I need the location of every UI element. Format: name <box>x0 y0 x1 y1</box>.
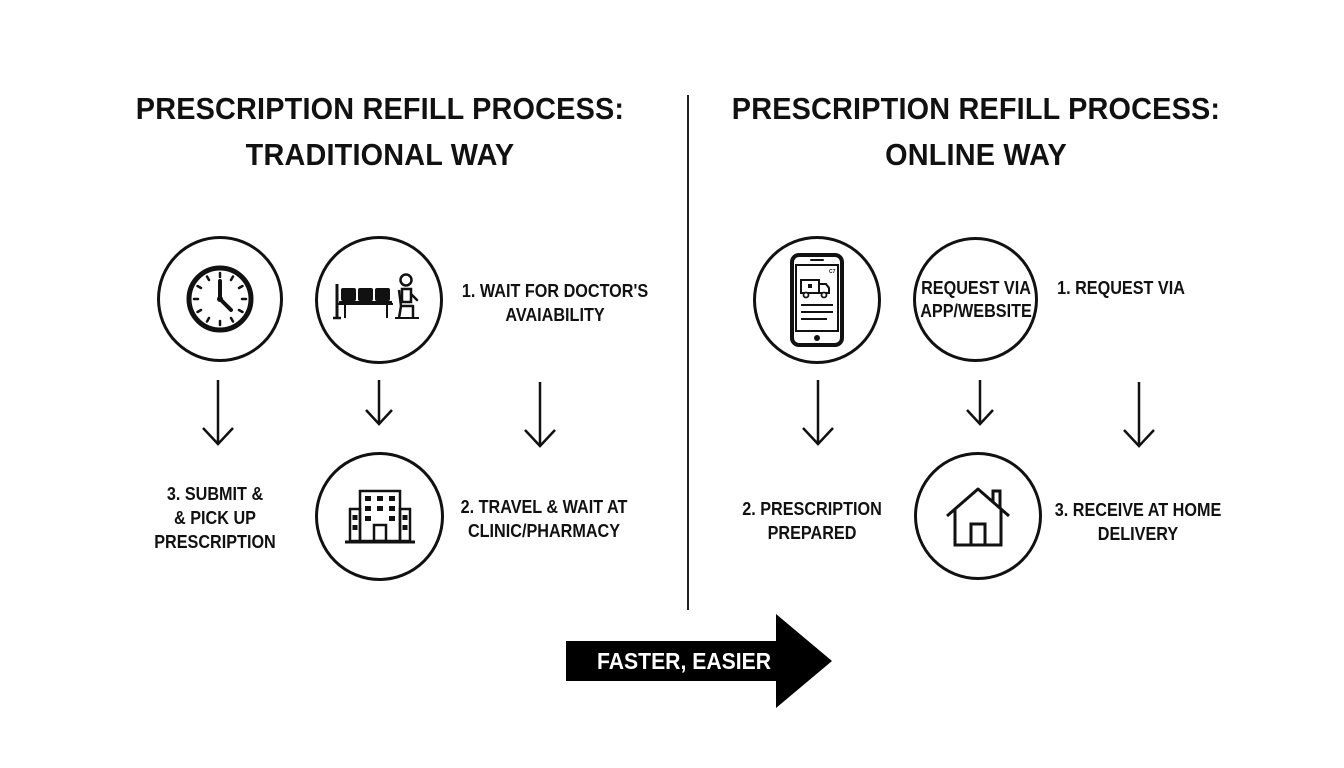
right-step2-label: 2. PRESCRIPTION PREPARED <box>729 497 895 545</box>
left-step1-line1: 1. WAIT FOR DOCTOR'S <box>461 281 649 301</box>
left-step3-line1: 3. SUBMIT & <box>166 484 264 504</box>
waiting-room-circle <box>315 236 443 364</box>
faster-easier-arrow <box>566 614 832 708</box>
right-title-line1: PRESCRIPTION REFILL PROCESS: <box>731 91 1221 126</box>
right-step2-line2: PREPARED <box>767 523 857 543</box>
svg-text:C7: C7 <box>829 269 836 275</box>
clock-circle <box>157 236 283 362</box>
right-step1-line1: 1. REQUEST VIA <box>1057 278 1185 298</box>
left-title-line2: TRADITIONAL WAY <box>245 137 515 172</box>
faster-easier-label: FASTER, EASIER <box>596 647 772 674</box>
right-step3-label: 3. RECEIVE AT HOME DELIVERY <box>1054 498 1222 546</box>
right-arrow-3 <box>1123 382 1155 448</box>
section-divider <box>687 95 689 610</box>
left-title: PRESCRIPTION REFILL PROCESS: TRADITIONAL… <box>129 86 631 178</box>
right-step3-line1: 3. RECEIVE AT HOME <box>1054 500 1222 520</box>
left-step1-line2: AVAIABILITY <box>505 305 605 325</box>
left-arrow-1 <box>202 380 234 446</box>
left-step2-line1: 2. TRAVEL & WAIT AT <box>460 497 628 517</box>
request-circle-line2: APP/WEBSITE <box>919 300 1032 321</box>
left-step2-line2: CLINIC/PHARMACY <box>467 521 621 541</box>
house-circle <box>914 452 1042 580</box>
left-step1-label: 1. WAIT FOR DOCTOR'S AVAIABILITY <box>461 279 650 327</box>
building-icon <box>344 489 415 543</box>
right-step2-line1: 2. PRESCRIPTION <box>742 499 882 519</box>
right-arrow-1 <box>802 380 834 446</box>
left-arrow-3 <box>524 382 556 448</box>
right-step1-label: 1. REQUEST VIA <box>1054 276 1189 300</box>
left-arrow-2 <box>365 380 393 426</box>
right-title-line2: ONLINE WAY <box>885 137 1067 172</box>
request-circle-text: REQUEST VIA APP/WEBSITE <box>920 277 1032 323</box>
right-title: PRESCRIPTION REFILL PROCESS: ONLINE WAY <box>725 86 1227 178</box>
clock-icon <box>186 265 254 333</box>
left-step3-line2: & PICK UP <box>174 508 256 528</box>
left-step3-line3: PRESCRIPTION <box>154 532 276 552</box>
request-circle: REQUEST VIA APP/WEBSITE <box>913 237 1038 362</box>
waiting-room-icon <box>333 273 419 320</box>
left-step2-label: 2. TRAVEL & WAIT AT CLINIC/PHARMACY <box>454 495 634 543</box>
request-circle-line1: REQUEST VIA <box>920 277 1031 298</box>
phone-circle: C7 <box>753 236 881 364</box>
house-icon <box>946 487 1010 547</box>
building-circle <box>315 452 444 581</box>
right-arrow-2 <box>966 380 994 426</box>
left-title-line1: PRESCRIPTION REFILL PROCESS: <box>135 91 625 126</box>
phone-delivery-icon: C7 <box>790 253 844 347</box>
left-step3-label: 3. SUBMIT & & PICK UP PRESCRIPTION <box>139 482 292 554</box>
right-step3-line2: DELIVERY <box>1097 524 1179 544</box>
